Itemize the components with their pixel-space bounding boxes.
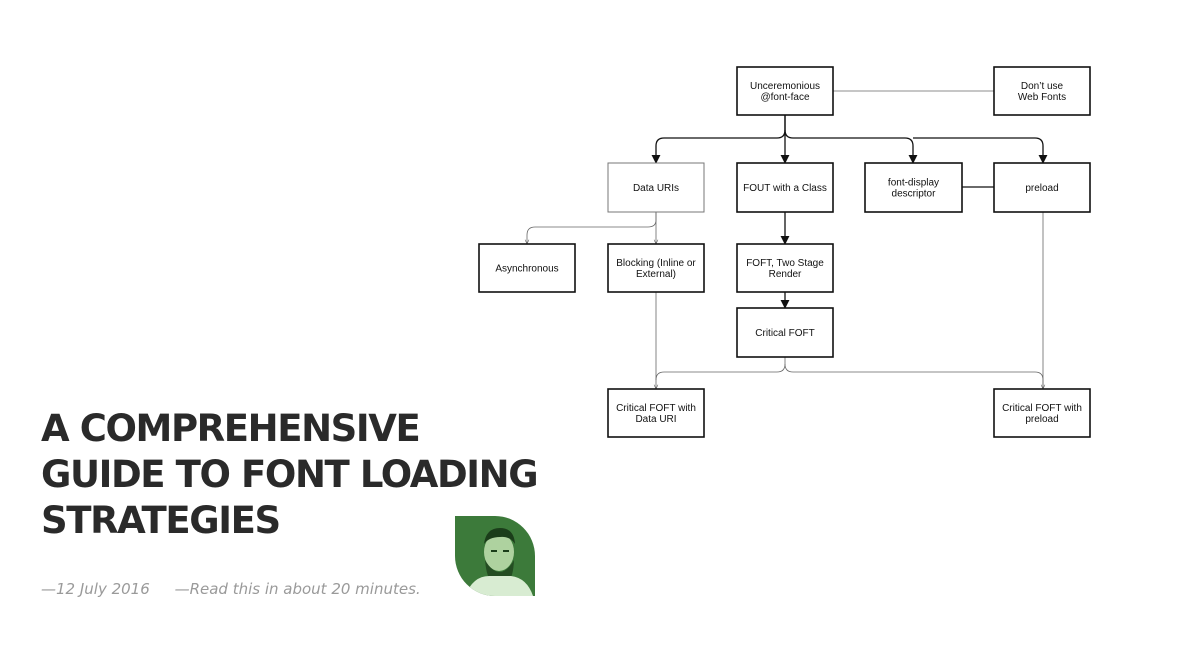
node-box	[607, 243, 705, 293]
publish-date: —12 July 2016	[41, 580, 150, 598]
node-label: Critical FOFT with	[616, 403, 696, 414]
node-label: Data URIs	[633, 183, 679, 194]
node-box	[736, 66, 834, 116]
node-label: Blocking (Inline or	[616, 258, 696, 269]
node-box	[478, 243, 576, 293]
node-critical-foft: Critical FOFT	[736, 307, 834, 358]
connector-unceremonious-to-font-display	[784, 129, 918, 164]
article-meta: —12 July 2016 —Read this in about 20 min…	[41, 580, 421, 598]
node-label: External)	[636, 269, 676, 280]
node-label: Web Fonts	[1018, 92, 1066, 103]
node-label: FOFT, Two Stage	[746, 258, 824, 269]
title-line-3: STRATEGIES	[41, 499, 281, 542]
node-box	[993, 388, 1091, 438]
flowchart-connectors	[527, 90, 1048, 389]
node-label: preload	[1025, 414, 1058, 425]
connector-unceremonious-to-data-uris	[651, 115, 786, 164]
node-box	[736, 162, 834, 213]
connector-critical-foft-to-preload	[784, 363, 1043, 389]
read-time: —Read this in about 20 minutes.	[174, 580, 421, 598]
title-line-2: GUIDE TO FONT LOADING	[41, 453, 539, 496]
node-label: Asynchronous	[495, 264, 558, 275]
node-data-uris: Data URIs	[607, 162, 705, 213]
node-label: FOUT with a Class	[743, 183, 827, 194]
node-label: Data URI	[635, 414, 676, 425]
node-box	[736, 243, 834, 293]
author-avatar[interactable]	[455, 516, 535, 596]
title-line-1: A COMPREHENSIVE	[41, 407, 421, 450]
node-box	[864, 162, 963, 213]
node-unceremonious: Unceremonious@font-face	[736, 66, 834, 116]
node-label: Critical FOFT with	[1002, 403, 1082, 414]
connector-critical-foft-to-data-uri	[655, 357, 786, 381]
connector-data-uris-to-asynchronous	[527, 212, 657, 244]
node-box	[607, 388, 705, 438]
node-asynchronous: Asynchronous	[478, 243, 576, 293]
node-label: font-display	[888, 178, 939, 189]
author-portrait-icon	[465, 528, 533, 596]
node-label: @font-face	[760, 92, 810, 103]
node-fout-class: FOUT with a Class	[736, 162, 834, 213]
node-box	[607, 162, 705, 213]
node-label: preload	[1025, 183, 1058, 194]
node-label: descriptor	[892, 189, 937, 200]
node-label: Critical FOFT	[755, 328, 814, 339]
article-title: A COMPREHENSIVE GUIDE TO FONT LOADING ST…	[41, 406, 561, 544]
node-label: Render	[769, 269, 802, 280]
node-box	[736, 307, 834, 358]
connector-unceremonious-to-preload	[913, 137, 1048, 164]
node-label: Don’t use	[1021, 81, 1064, 92]
node-label: Unceremonious	[750, 81, 820, 92]
node-box	[993, 162, 1091, 213]
node-preload: preload	[993, 162, 1091, 213]
node-box	[993, 66, 1091, 116]
